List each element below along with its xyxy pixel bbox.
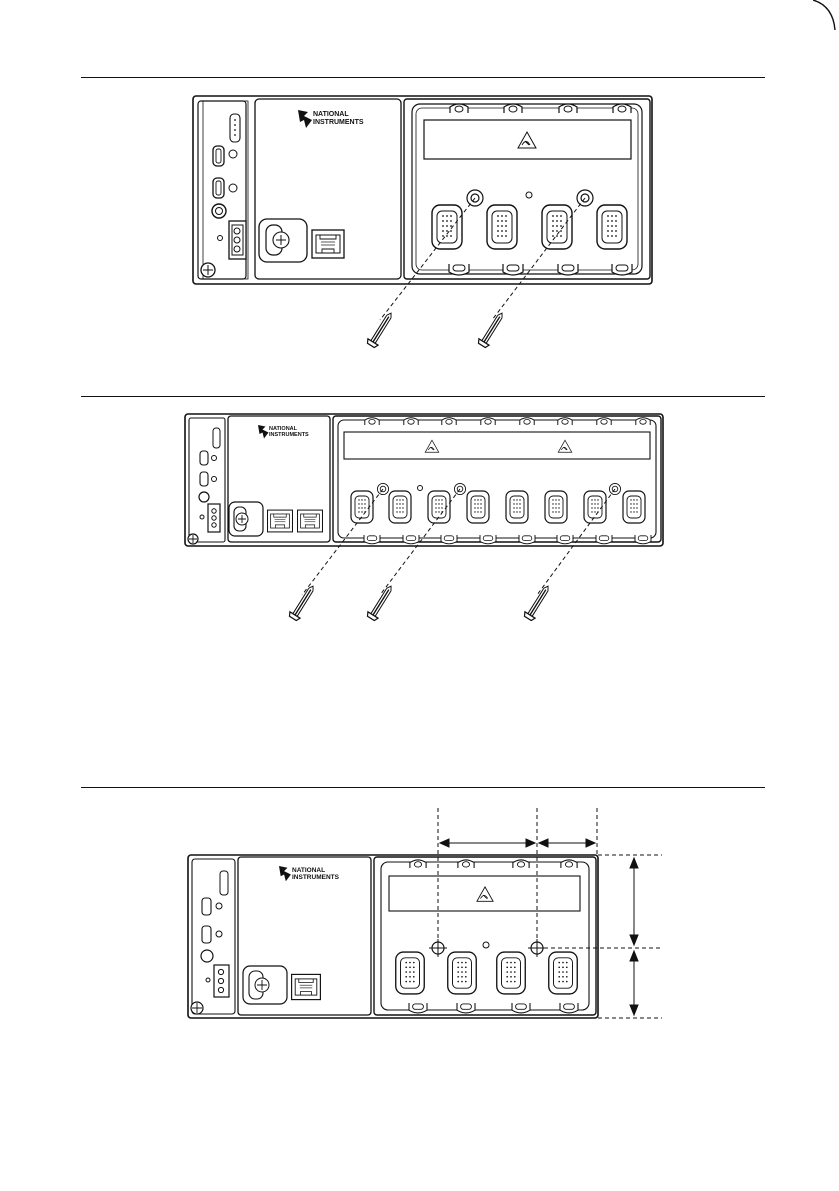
screw-2: [477, 310, 507, 349]
brand-line1-fig3: NATIONAL: [292, 867, 325, 874]
brand-line2: INSTRUMENTS: [313, 119, 364, 126]
screw-4: [366, 583, 396, 622]
screw-1: [366, 310, 396, 349]
screw-5: [523, 583, 553, 622]
figure-four-slot-dimensions: NATIONAL INSTRUMENTS: [188, 808, 662, 1018]
figure-eight-slot-mounting: NATIONAL INSTRUMENTS: [185, 414, 663, 622]
brand-line1: NATIONAL: [313, 111, 349, 118]
screw-3: [288, 583, 318, 622]
figure-four-slot-mounting: NATIONAL INSTRUMENTS: [193, 96, 652, 349]
brand-line2-fig2: INSTRUMENTS: [269, 432, 309, 438]
brand-line2-fig3: INSTRUMENTS: [292, 874, 340, 881]
